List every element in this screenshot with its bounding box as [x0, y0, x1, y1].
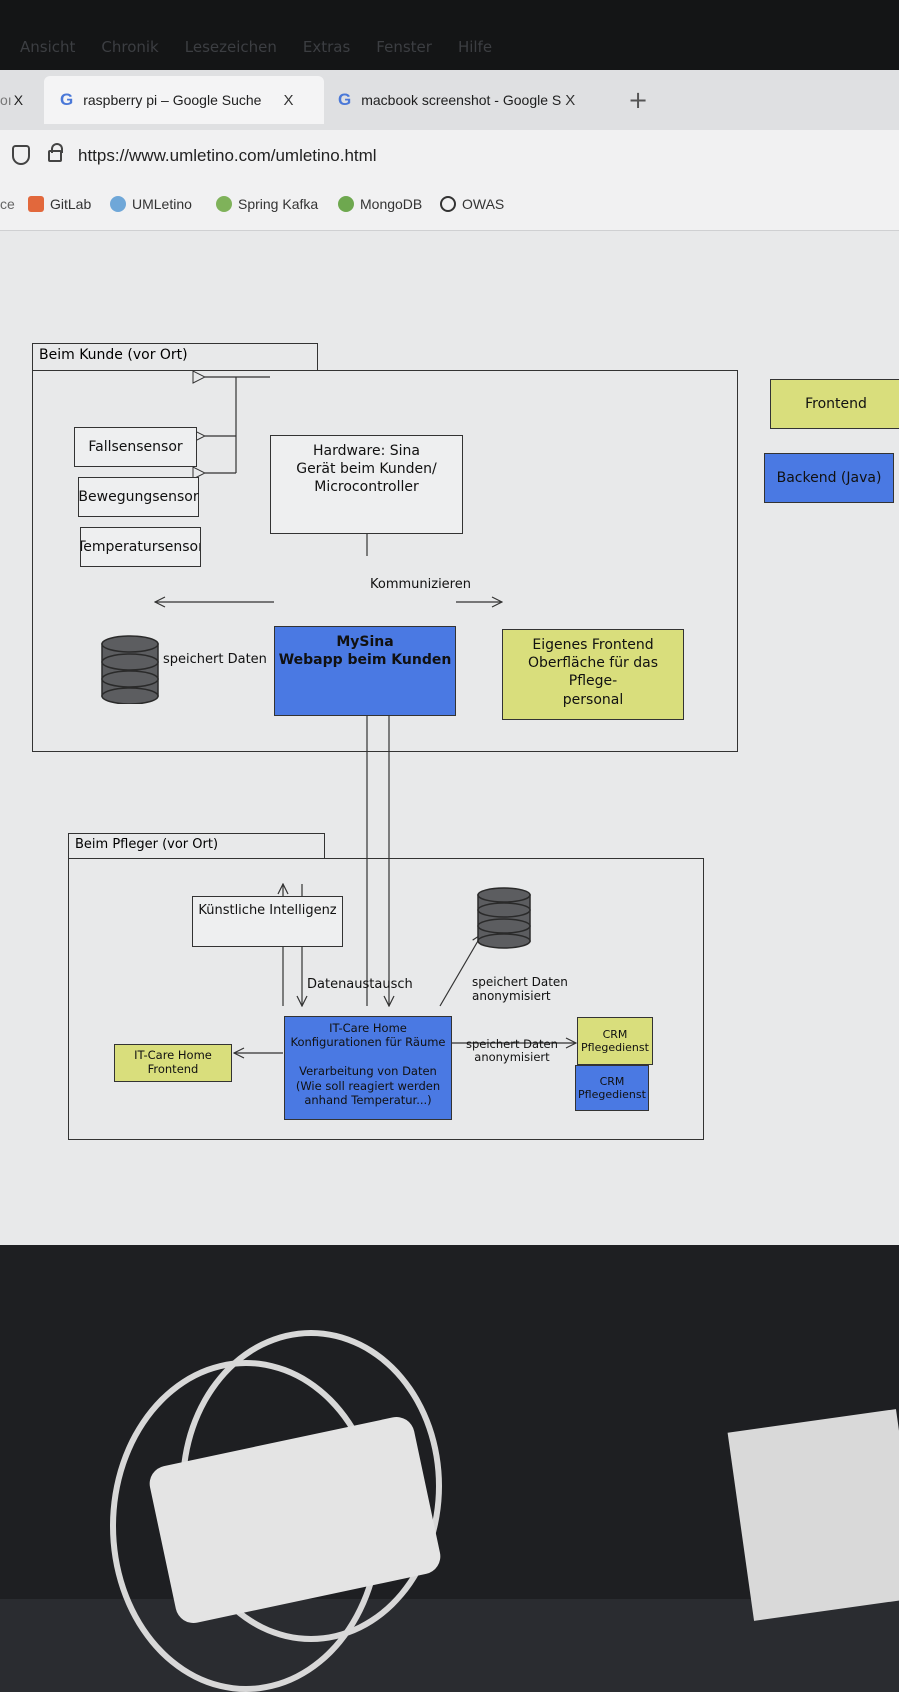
menu-hilfe[interactable]: Hilfe — [457, 38, 493, 56]
database-icon[interactable] — [100, 634, 160, 704]
crm-backend-label: CRM Pflegedienst — [578, 1074, 646, 1101]
bookmark-label: OWAS — [462, 196, 505, 212]
package-caregiver[interactable] — [68, 858, 704, 1140]
menu-fenster[interactable]: Fenster — [376, 38, 432, 56]
bookmark-gitlab[interactable]: GitLab — [28, 196, 91, 212]
crm-backend[interactable]: CRM Pflegedienst — [575, 1065, 649, 1111]
menu-chronik[interactable]: Chronik — [101, 38, 159, 56]
tab-macbook-screenshot[interactable]: G macbook screenshot - Google S X — [338, 76, 608, 124]
menu-lesezeichen[interactable]: Lesezeichen — [184, 38, 277, 56]
menu-ansicht[interactable]: Ansicht — [20, 38, 76, 56]
itcare-home-backend[interactable]: IT-Care Home Konfigurationen für Räume V… — [284, 1016, 452, 1120]
legend-backend-label: Backend (Java) — [776, 469, 882, 486]
gitlab-icon — [28, 196, 44, 212]
sensor-motion[interactable]: Bewegungsensor — [78, 477, 199, 517]
package-title: Beim Pfleger (vor Ort) — [75, 837, 219, 852]
crm-frontend-label: CRM Pflegedienst — [581, 1027, 649, 1054]
tab-label: oı — [0, 92, 12, 108]
hardware-label: Hardware: Sina Gerät beim Kunden/ Microc… — [296, 443, 437, 496]
mysina-label: MySina Webapp beim Kunden — [278, 634, 452, 669]
package-title: Beim Kunde (vor Ort) — [39, 347, 188, 363]
bookmarks-bar: ce GitLab UMLetino Spring Kafka MongoDB … — [0, 182, 899, 231]
umletino-icon — [110, 196, 126, 212]
sensor-fall[interactable]: Fallsensensor — [74, 427, 197, 467]
bookmark-mongodb[interactable]: MongoDB — [338, 196, 422, 212]
tab-label: macbook screenshot - Google S — [361, 92, 562, 108]
sensor-label: Temperatursensor — [80, 538, 201, 555]
store-anon-label-2: speichert Daten anonymisiert — [466, 1037, 558, 1065]
tab-label: raspberry pi – Google Suche — [83, 92, 262, 108]
ai-label: Künstliche Intelligenz — [198, 903, 337, 918]
bookmark-item[interactable]: ce — [0, 196, 15, 212]
bookmark-label: GitLab — [50, 196, 92, 212]
spring-icon — [216, 196, 232, 212]
bookmark-label: UMLetino — [132, 196, 192, 212]
sensor-label: Fallsensensor — [88, 438, 183, 455]
bookmark-label: ce — [0, 196, 15, 212]
legend-frontend-label: Frontend — [805, 395, 867, 412]
exchange-label: Datenaustausch — [307, 977, 413, 992]
url-field[interactable]: https://www.umletino.com/umletino.html — [78, 146, 377, 165]
owasp-icon — [440, 196, 456, 212]
bookmark-umletino[interactable]: UMLetino — [110, 196, 192, 212]
lock-icon[interactable] — [48, 143, 63, 162]
browser-window: oı X G raspberry pi – Google Suche X G m… — [0, 70, 899, 1245]
bookmark-label: MongoDB — [360, 196, 423, 212]
sensor-temperature[interactable]: Temperatursensor — [80, 527, 201, 567]
bookmark-label: Spring Kafka — [238, 196, 319, 212]
communicate-label: Kommunizieren — [370, 577, 471, 592]
itcare-label: IT-Care Home Konfigurationen für Räume V… — [290, 1021, 446, 1107]
store-label: speichert Daten — [163, 652, 267, 667]
package-caregiver-title[interactable]: Beim Pfleger (vor Ort) — [68, 833, 325, 859]
package-customer[interactable] — [32, 370, 738, 752]
store-anon-label: speichert Daten anonymisiert — [472, 975, 568, 1004]
legend-frontend[interactable]: Frontend — [770, 379, 899, 429]
sensor-label: Bewegungsensor — [78, 488, 199, 505]
menu-bar: Ansicht Chronik Lesezeichen Extras Fenst… — [20, 38, 492, 56]
bookmark-owas[interactable]: OWAS — [440, 196, 504, 212]
hardware-node[interactable]: Hardware: Sina Gerät beim Kunden/ Microc… — [270, 435, 463, 534]
tab-bar: oı X G raspberry pi – Google Suche X G m… — [0, 70, 899, 130]
mongodb-icon — [338, 196, 354, 212]
package-customer-title[interactable]: Beim Kunde (vor Ort) — [32, 343, 318, 371]
tab-raspberry-pi[interactable]: G raspberry pi – Google Suche X — [44, 76, 324, 124]
own-frontend[interactable]: Eigenes Frontend Oberfläche für das Pfle… — [502, 629, 684, 720]
menu-extras[interactable]: Extras — [302, 38, 351, 56]
tab-close-button[interactable]: X — [283, 91, 294, 109]
tab-close-button[interactable]: X — [565, 91, 576, 109]
itcare-frontend-label: IT-Care Home Frontend — [134, 1048, 212, 1076]
crm-frontend[interactable]: CRM Pflegedienst — [577, 1017, 653, 1065]
google-icon: G — [338, 90, 352, 109]
ai-node[interactable]: Künstliche Intelligenz — [192, 896, 343, 947]
mysina-webapp[interactable]: MySina Webapp beim Kunden — [274, 626, 456, 716]
shield-icon[interactable] — [12, 145, 30, 165]
paper-decoration — [727, 1409, 899, 1621]
new-tab-button[interactable]: + — [628, 86, 649, 114]
google-icon: G — [60, 90, 74, 109]
monitor-bezel-top — [0, 0, 899, 70]
tab-previous[interactable]: oı X — [0, 76, 40, 124]
itcare-home-frontend[interactable]: IT-Care Home Frontend — [114, 1044, 232, 1082]
own-frontend-label: Eigenes Frontend Oberfläche für das Pfle… — [527, 637, 659, 708]
uml-canvas[interactable]: Frontend Backend (Java) Beim Kunde (vor … — [0, 231, 899, 1245]
address-bar: https://www.umletino.com/umletino.html — [0, 130, 899, 182]
tab-close-button[interactable]: X — [13, 92, 24, 108]
database-icon[interactable] — [476, 886, 532, 950]
legend-backend[interactable]: Backend (Java) — [764, 453, 894, 503]
bookmark-spring-kafka[interactable]: Spring Kafka — [216, 196, 318, 212]
